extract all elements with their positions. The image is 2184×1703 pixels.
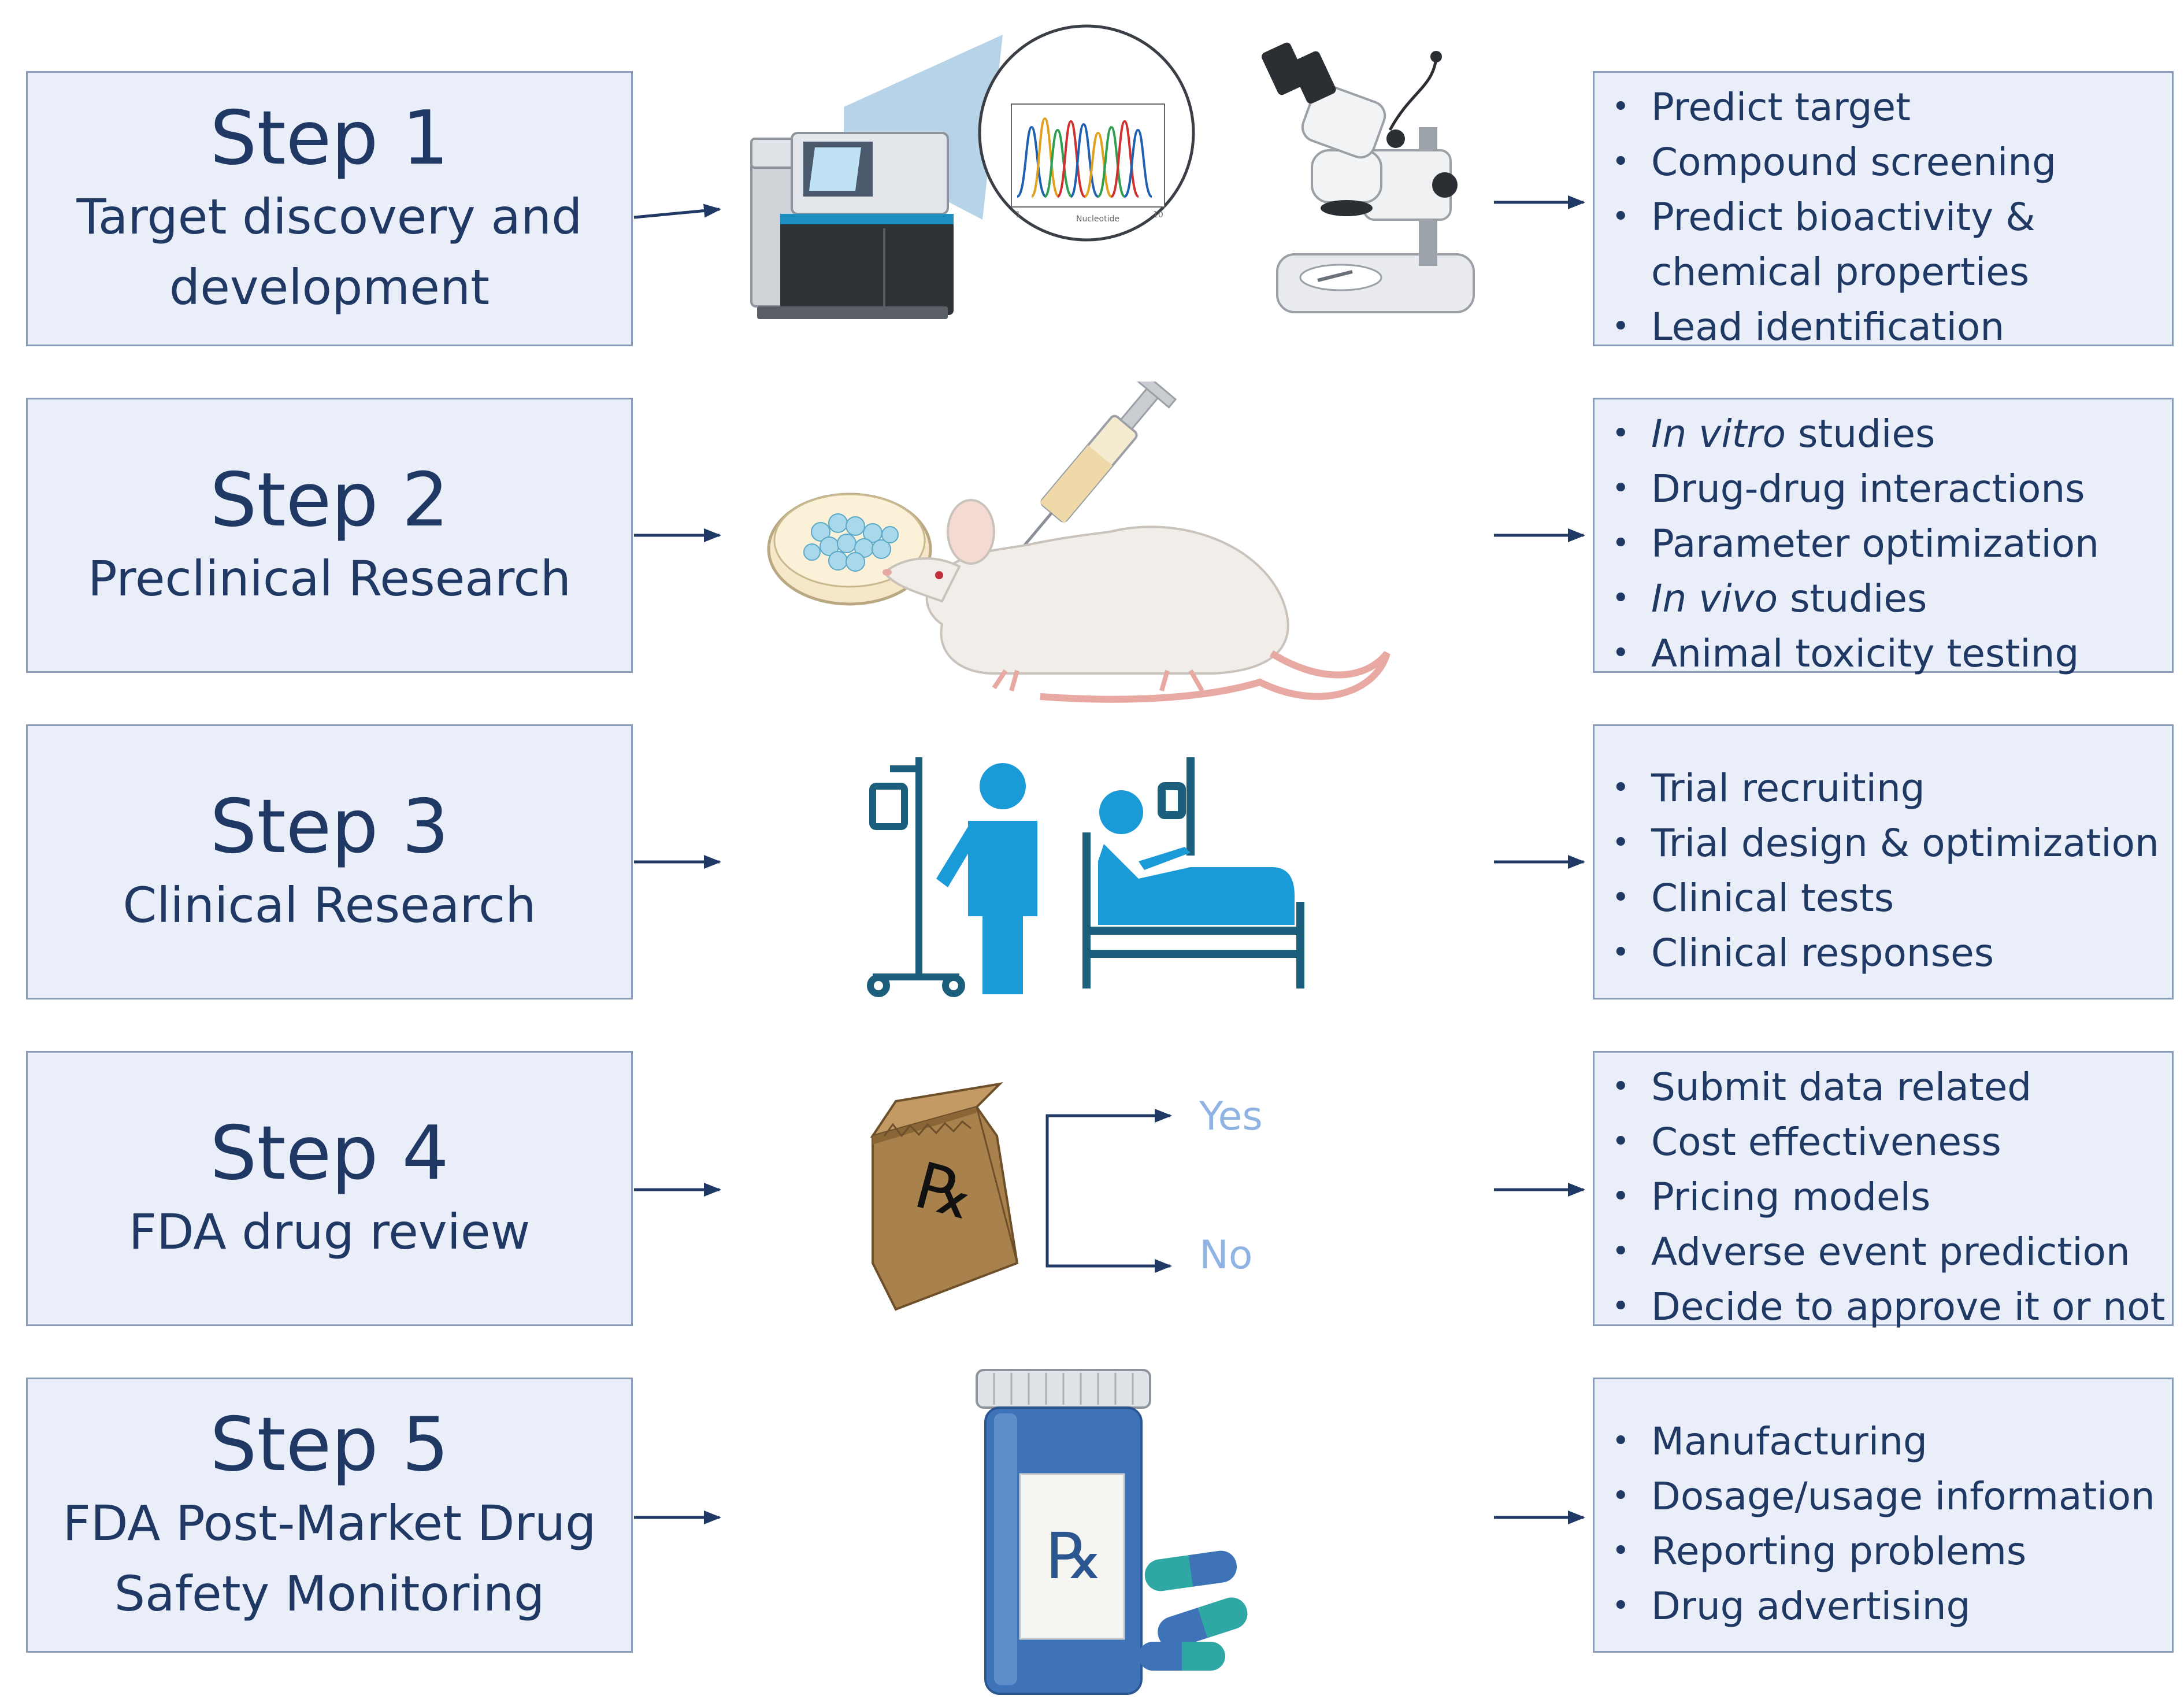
step-5-details-box: Manufacturing Dosage/usage information R… [1593, 1378, 2174, 1653]
prescription-bag-icon [870, 1082, 1019, 1311]
step-4-title: Step 4 [210, 1110, 449, 1197]
detail-item: Reporting problems [1600, 1524, 2172, 1579]
yes-branch-arrow [1045, 1109, 1172, 1268]
step-1-details-box: Predict target Compound screening Predic… [1593, 71, 2174, 354]
preclinical-illustration [767, 382, 1391, 703]
detail-item: In vivo studies [1600, 571, 2172, 626]
yes-label: Yes [1199, 1094, 1263, 1139]
detail-item: Cost effectiveness [1600, 1115, 2172, 1169]
rx-bottle-label: ℞ [1046, 1519, 1103, 1593]
detail-item: Clinical tests [1600, 871, 2172, 925]
step-5-title: Step 5 [210, 1401, 449, 1488]
detail-item: Trial recruiting [1600, 761, 2172, 816]
chromatogram-icon: 1 10 Nucleotide [978, 24, 1195, 242]
detail-item: Dosage/usage information [1600, 1469, 2172, 1524]
step-2-details-box: In vitro studies Drug-drug interactions … [1593, 398, 2174, 681]
chromatogram-tick-1: 1 [1015, 210, 1021, 220]
no-label: No [1199, 1232, 1253, 1278]
pill-bottle-illustration: ℞ [976, 1369, 1248, 1695]
detail-item: Drug-drug interactions [1600, 461, 2172, 516]
step-1-title: Step 1 [210, 95, 449, 182]
detail-item: Animal toxicity testing [1600, 626, 2172, 681]
detail-item: Adverse event prediction [1600, 1224, 2172, 1279]
detail-item: Decide to approve it or not [1600, 1279, 2172, 1334]
step-3-title: Step 3 [210, 783, 449, 870]
step-3-details-box: Trial recruiting Trial design & optimiza… [1593, 724, 2174, 999]
person-icon [936, 763, 1037, 994]
arrow-step1-left [633, 203, 721, 219]
chromatogram-axis-label: Nucleotide [1076, 214, 1119, 224]
clinical-illustration [867, 757, 1304, 997]
step-2-subtitle: Preclinical Research [88, 550, 571, 607]
detail-item: Lead identification [1600, 299, 2172, 354]
microscope-icon [1262, 42, 1475, 313]
capsules-icon [1139, 1550, 1248, 1671]
step-5-box: Step 5 FDA Post-Market Drug Safety Monit… [26, 1378, 633, 1653]
detail-item: Predict bioactivity & [1600, 190, 2172, 245]
prescription-bag-illustration: ℞ [870, 1082, 1019, 1311]
detail-item: Drug advertising [1600, 1579, 2172, 1634]
detail-item: Compound screening [1600, 135, 2172, 190]
rat-icon [883, 499, 1391, 703]
step-5-subtitle: FDA Post-Market Drug Safety Monitoring [62, 1494, 596, 1622]
detail-item: Submit data related [1600, 1060, 2172, 1115]
detail-item: Manufacturing [1600, 1414, 2172, 1469]
detail-item: Parameter optimization [1600, 516, 2172, 571]
syringe-icon [1017, 382, 1177, 554]
detail-item: Clinical responses [1600, 925, 2172, 980]
step-4-subtitle: FDA drug review [128, 1203, 531, 1260]
bed-icon [1082, 757, 1304, 989]
step-3-box: Step 3 Clinical Research [26, 724, 633, 999]
sequencer-icon [750, 132, 954, 319]
sequencer-illustration: 1 10 Nucleotide [750, 24, 1475, 319]
step-2-box: Step 2 Preclinical Research [26, 398, 633, 673]
detail-item: In vitro studies [1600, 406, 2172, 461]
detail-item: Pricing models [1600, 1169, 2172, 1224]
step-1-box: Step 1 Target discovery and development [26, 71, 633, 346]
chromatogram-tick-10: 10 [1153, 210, 1163, 220]
pill-bottle-icon [976, 1369, 1151, 1695]
step-3-subtitle: Clinical Research [123, 876, 536, 934]
detail-item: Predict target [1600, 80, 2172, 135]
step-1-subtitle: Target discovery and development [76, 188, 583, 316]
step-4-box: Step 4 FDA drug review [26, 1051, 633, 1326]
detail-item-continuation: chemical properties [1651, 250, 2030, 294]
detail-item: Trial design & optimization [1600, 816, 2172, 871]
iv-stand-icon [867, 757, 965, 997]
step-4-details-box: Submit data related Cost effectiveness P… [1593, 1051, 2174, 1334]
zoom-cone [844, 35, 1003, 220]
step-2-title: Step 2 [210, 457, 449, 543]
